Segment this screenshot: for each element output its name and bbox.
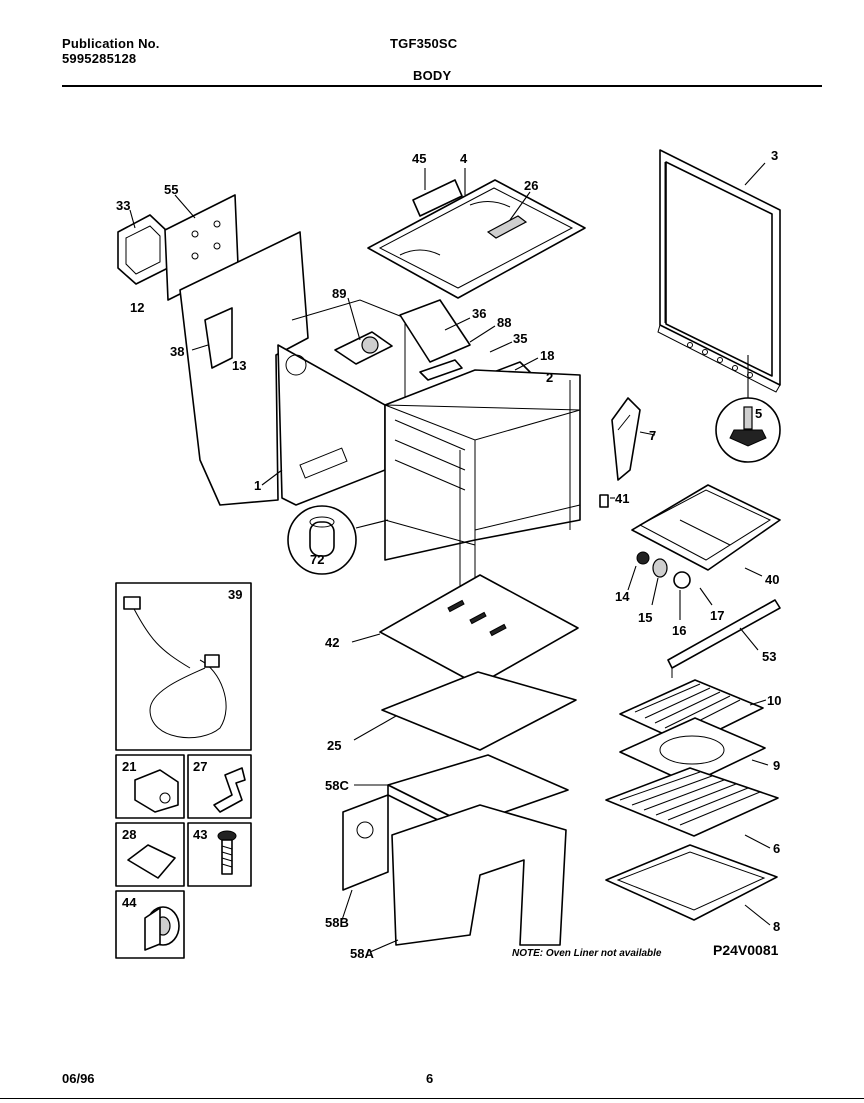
inset-43 (187, 822, 252, 887)
callout-4: 4 (460, 151, 468, 166)
callout-15: 15 (638, 610, 652, 625)
callout-35: 35 (513, 331, 527, 346)
model-number: TGF350SC (390, 36, 458, 51)
publication-label: Publication No. (62, 36, 160, 51)
callout-41: 41 (615, 491, 629, 506)
part-58-insulation (341, 754, 569, 953)
part-25-shield (353, 671, 577, 751)
callout-38: 38 (170, 344, 184, 359)
callout-28: 28 (122, 827, 136, 842)
header-rule (62, 85, 822, 87)
callout-33: 33 (116, 198, 130, 213)
callout-72: 72 (310, 552, 324, 567)
inset-39-power-cord (115, 582, 252, 751)
callout-labels: 3 4 45 26 33 55 12 38 13 89 36 88 35 18 … (116, 148, 781, 961)
footer-date: 06/96 (62, 1071, 95, 1086)
inset-44 (115, 890, 185, 959)
burner-orifice-parts (627, 551, 713, 620)
part-53-rail (667, 599, 781, 678)
callout-44: 44 (122, 895, 137, 910)
oven-liner-note: NOTE: Oven Liner not available (512, 948, 662, 959)
part-38-bracket (191, 307, 233, 369)
callout-26: 26 (524, 178, 538, 193)
callout-21: 21 (122, 759, 136, 774)
callout-25: 25 (327, 738, 341, 753)
section-title: BODY (413, 68, 452, 83)
callout-88: 88 (497, 315, 511, 330)
inset-27 (187, 754, 252, 819)
part-3-frame (657, 149, 781, 393)
callout-2: 2 (546, 370, 553, 385)
callout-39: 39 (228, 587, 242, 602)
part-7-tube (599, 397, 656, 508)
callout-12: 12 (130, 300, 144, 315)
drawing-code: P24V0081 (713, 942, 779, 958)
inset-21 (115, 754, 185, 819)
part-6-oven-rack (605, 767, 779, 849)
callout-8: 8 (773, 919, 780, 934)
publication-number: 5995285128 (62, 51, 137, 66)
callout-58B: 58B (325, 915, 349, 930)
part-1-side-panel (179, 231, 406, 506)
callout-7: 7 (649, 428, 656, 443)
callout-58A: 58A (350, 946, 374, 961)
part-4-cooktop-support (367, 168, 586, 299)
callout-36: 36 (472, 306, 486, 321)
part-8-oven-liner (605, 844, 778, 926)
callout-13: 13 (232, 358, 246, 373)
callout-16: 16 (672, 623, 686, 638)
callout-55: 55 (164, 182, 178, 197)
callout-10: 10 (767, 693, 781, 708)
callout-14: 14 (615, 589, 630, 604)
callout-17: 17 (710, 608, 724, 623)
part-40-support (631, 484, 781, 577)
part-42-bottom (351, 574, 579, 686)
part-72-insulation (287, 505, 389, 575)
part-5-leveling-leg (715, 355, 781, 463)
oven-body-frame (384, 369, 581, 595)
callout-53: 53 (762, 649, 776, 664)
callout-45: 45 (412, 151, 426, 166)
callout-1: 1 (254, 478, 261, 493)
callout-58C: 58C (325, 778, 349, 793)
part-33-box (117, 209, 169, 285)
footer-rule (0, 1098, 864, 1099)
callout-42: 42 (325, 635, 339, 650)
inset-28 (115, 822, 185, 887)
callout-9: 9 (773, 758, 780, 773)
callout-6: 6 (773, 841, 780, 856)
callout-27: 27 (193, 759, 207, 774)
page-number: 6 (426, 1071, 434, 1086)
callout-43: 43 (193, 827, 207, 842)
callout-89: 89 (332, 286, 346, 301)
callout-18: 18 (540, 348, 554, 363)
part-9-broiler-pan (619, 717, 769, 785)
callout-5: 5 (755, 406, 762, 421)
callout-40: 40 (765, 572, 779, 587)
callout-3: 3 (771, 148, 778, 163)
